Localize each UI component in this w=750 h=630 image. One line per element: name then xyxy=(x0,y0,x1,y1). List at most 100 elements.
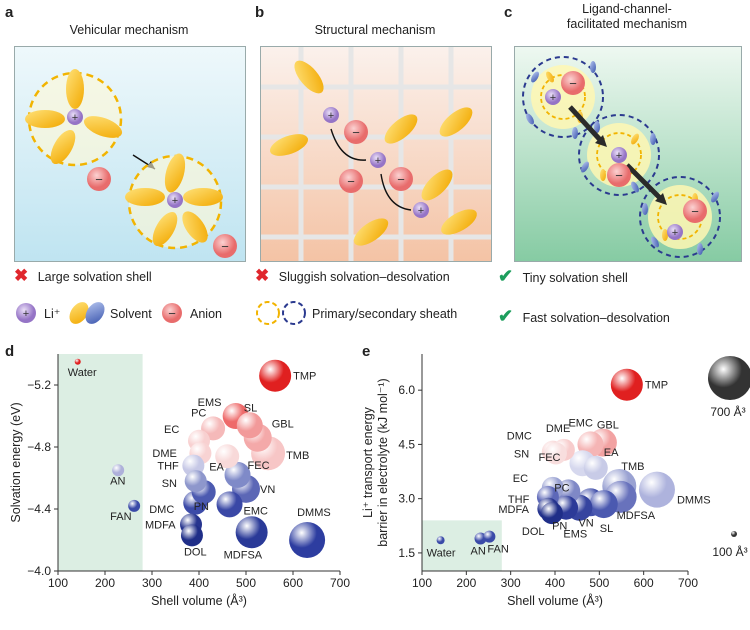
svg-text:−: − xyxy=(397,172,405,187)
point-label: GBL xyxy=(272,419,294,431)
y-tick-label: −4.8 xyxy=(27,440,51,454)
y-tick-label: −4.4 xyxy=(27,502,51,516)
data-point-fan xyxy=(483,530,496,543)
data-point-ea xyxy=(215,444,240,469)
svg-text:Primary/secondary sheath: Primary/secondary sheath xyxy=(312,307,457,321)
point-label: FAN xyxy=(487,544,508,556)
point-label: GBL xyxy=(597,420,619,432)
point-label: MDFSA xyxy=(224,549,263,561)
svg-text:+: + xyxy=(172,195,178,207)
shaded-region xyxy=(422,520,502,571)
point-label: EMC xyxy=(244,505,268,517)
data-point-dol xyxy=(180,524,203,547)
point-label: Water xyxy=(427,547,456,559)
point-label: DMMS xyxy=(677,495,711,507)
data-point-tmp xyxy=(610,368,643,401)
cross-icon: ✖ xyxy=(14,266,29,285)
point-label: FAN xyxy=(110,511,131,523)
svg-text:Li⁺: Li⁺ xyxy=(44,307,60,321)
point-label: DOL xyxy=(522,526,545,538)
svg-text:−: − xyxy=(347,174,355,189)
svg-text:+: + xyxy=(418,205,424,217)
svg-text:Solvent: Solvent xyxy=(110,307,152,321)
point-label: DMC xyxy=(507,431,532,443)
size-legend-large-label: 700 Å³ xyxy=(710,404,745,419)
x-tick-label: 400 xyxy=(189,576,209,590)
data-point-an xyxy=(112,464,125,477)
legend-fast: ✔ Fast solvation–desolvation xyxy=(498,306,670,326)
data-point-sl xyxy=(589,490,618,519)
panel-b-letter: b xyxy=(255,4,265,21)
x-tick-label: 100 xyxy=(48,576,68,590)
solvent-yellow-icon xyxy=(69,302,89,324)
y-tick-label: 3.0 xyxy=(398,492,415,506)
point-label: PC xyxy=(191,407,206,419)
point-label: MDFA xyxy=(145,520,176,532)
primary-sheath-icon xyxy=(256,301,280,325)
point-label: DOL xyxy=(184,546,207,558)
data-point-mdfsa xyxy=(235,516,268,549)
panel-b-illustration: + + + − − − xyxy=(260,46,492,262)
data-point-fan xyxy=(128,499,141,512)
y-tick-label: −5.2 xyxy=(27,378,51,392)
point-label: DME xyxy=(152,448,176,460)
data-point-sn xyxy=(544,442,567,465)
cross-icon: ✖ xyxy=(255,266,270,285)
point-label: TMB xyxy=(286,450,309,462)
anion-glyph: − xyxy=(95,172,103,187)
legend-large-shell: ✖ Large solvation shell xyxy=(14,266,152,285)
data-point-fec xyxy=(224,461,251,488)
point-label: SN xyxy=(162,478,177,490)
x-tick-label: 700 xyxy=(678,576,698,590)
svg-text:+: + xyxy=(23,308,29,320)
svg-text:−: − xyxy=(691,204,699,219)
svg-text:−: − xyxy=(168,306,176,321)
point-label: EC xyxy=(164,424,179,436)
point-label: EMC xyxy=(568,417,593,429)
x-tick-label: 500 xyxy=(589,576,609,590)
point-label: VN xyxy=(578,517,593,529)
data-point-dmms xyxy=(638,471,675,508)
point-label: VN xyxy=(260,484,275,496)
size-legend-large xyxy=(708,356,750,400)
point-label: AN xyxy=(110,475,125,487)
point-label: EMS xyxy=(563,529,587,541)
x-tick-label: 300 xyxy=(142,576,162,590)
x-axis-label: Shell volume (Å³) xyxy=(507,593,603,608)
point-label: EA xyxy=(209,461,224,473)
panel-a-illustration: + − + − xyxy=(14,46,246,262)
svg-text:−: − xyxy=(221,239,229,254)
point-label: DMMS xyxy=(297,507,331,519)
point-label: FEC xyxy=(538,452,560,464)
point-label: DMC xyxy=(149,504,174,516)
x-tick-label: 200 xyxy=(95,576,115,590)
svg-text:−: − xyxy=(352,125,360,140)
svg-text:+: + xyxy=(672,227,678,239)
size-legend-small xyxy=(731,531,737,537)
svg-text:+: + xyxy=(375,155,381,167)
y-axis-label: Li⁺ transport energy xyxy=(361,406,375,518)
x-tick-label: 600 xyxy=(634,576,654,590)
legend-species: + Li⁺ Solvent − Anion Primary/secondary … xyxy=(12,298,497,328)
point-label: AN xyxy=(471,545,486,557)
check-icon: ✔ xyxy=(498,306,514,326)
point-label: SL xyxy=(600,523,613,535)
data-point-sl xyxy=(236,412,263,439)
panel-c-illustration: + − + − + − xyxy=(514,46,742,262)
point-label: Water xyxy=(68,367,97,379)
x-tick-label: 600 xyxy=(283,576,303,590)
li-glyph: + xyxy=(72,112,78,124)
data-point-ea xyxy=(583,455,608,480)
data-point-dol xyxy=(540,502,563,525)
secondary-sheath xyxy=(522,56,721,258)
x-tick-label: 100 xyxy=(412,576,432,590)
point-label: THF xyxy=(508,494,530,506)
data-point-dmms xyxy=(289,522,326,558)
point-label: FEC xyxy=(248,460,270,472)
solvent-blue-icon xyxy=(85,302,105,324)
y-tick-label: 6.0 xyxy=(398,383,415,397)
point-label: SL xyxy=(244,402,257,414)
svg-text:+: + xyxy=(328,110,334,122)
